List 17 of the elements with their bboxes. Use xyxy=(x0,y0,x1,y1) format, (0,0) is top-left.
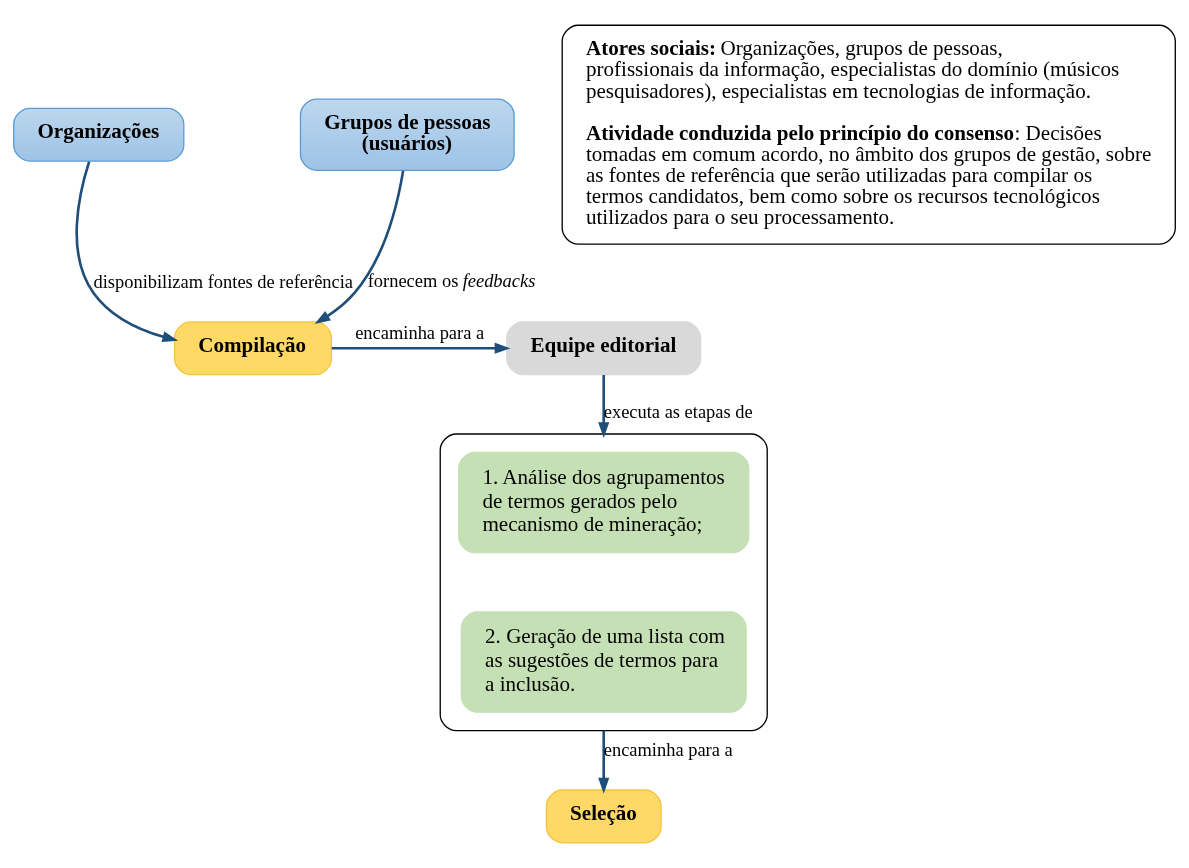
edge-label: fornecem os feedbacks xyxy=(367,270,536,291)
edge-label: encaminha para a xyxy=(355,323,485,344)
node-box: Seleção xyxy=(545,789,662,844)
arrow xyxy=(331,342,511,354)
node-box: 2. Geração de uma lista com as sugestões de termos para a inclusão. xyxy=(460,611,747,713)
node-box: 1. Análise dos agrupamentos de termos gerados pelo mecanismo de mineração; xyxy=(458,451,750,554)
node-box: Compilação xyxy=(173,321,333,376)
node-box: Atores sociais: Organizações, grupos de pessoas, profissionais da informação, especialistas do domínio (músicos pesquisadores), especialistas em tecnologias de informação. Atividade conduzida pelo princípio do consenso: Decisões tomadas em comum acordo, no âmbito dos grupos de gestão, sobre as fontes de referência que serão utilizadas para compilar os termos candidatos, bem como sobre os recursos tecnológicos utilizados para o seu processamento. xyxy=(561,24,1176,245)
cluster xyxy=(439,433,768,732)
arrow xyxy=(314,170,405,324)
arrow xyxy=(598,375,610,438)
arrow xyxy=(598,730,610,794)
edge-label: disponibilizam fontes de referência xyxy=(93,271,354,292)
node-box: Grupos de pessoas (usuários) xyxy=(299,98,515,171)
node-box: Organizações xyxy=(13,107,185,162)
node-box: Equipe editorial xyxy=(506,321,702,376)
arrow xyxy=(75,161,179,343)
